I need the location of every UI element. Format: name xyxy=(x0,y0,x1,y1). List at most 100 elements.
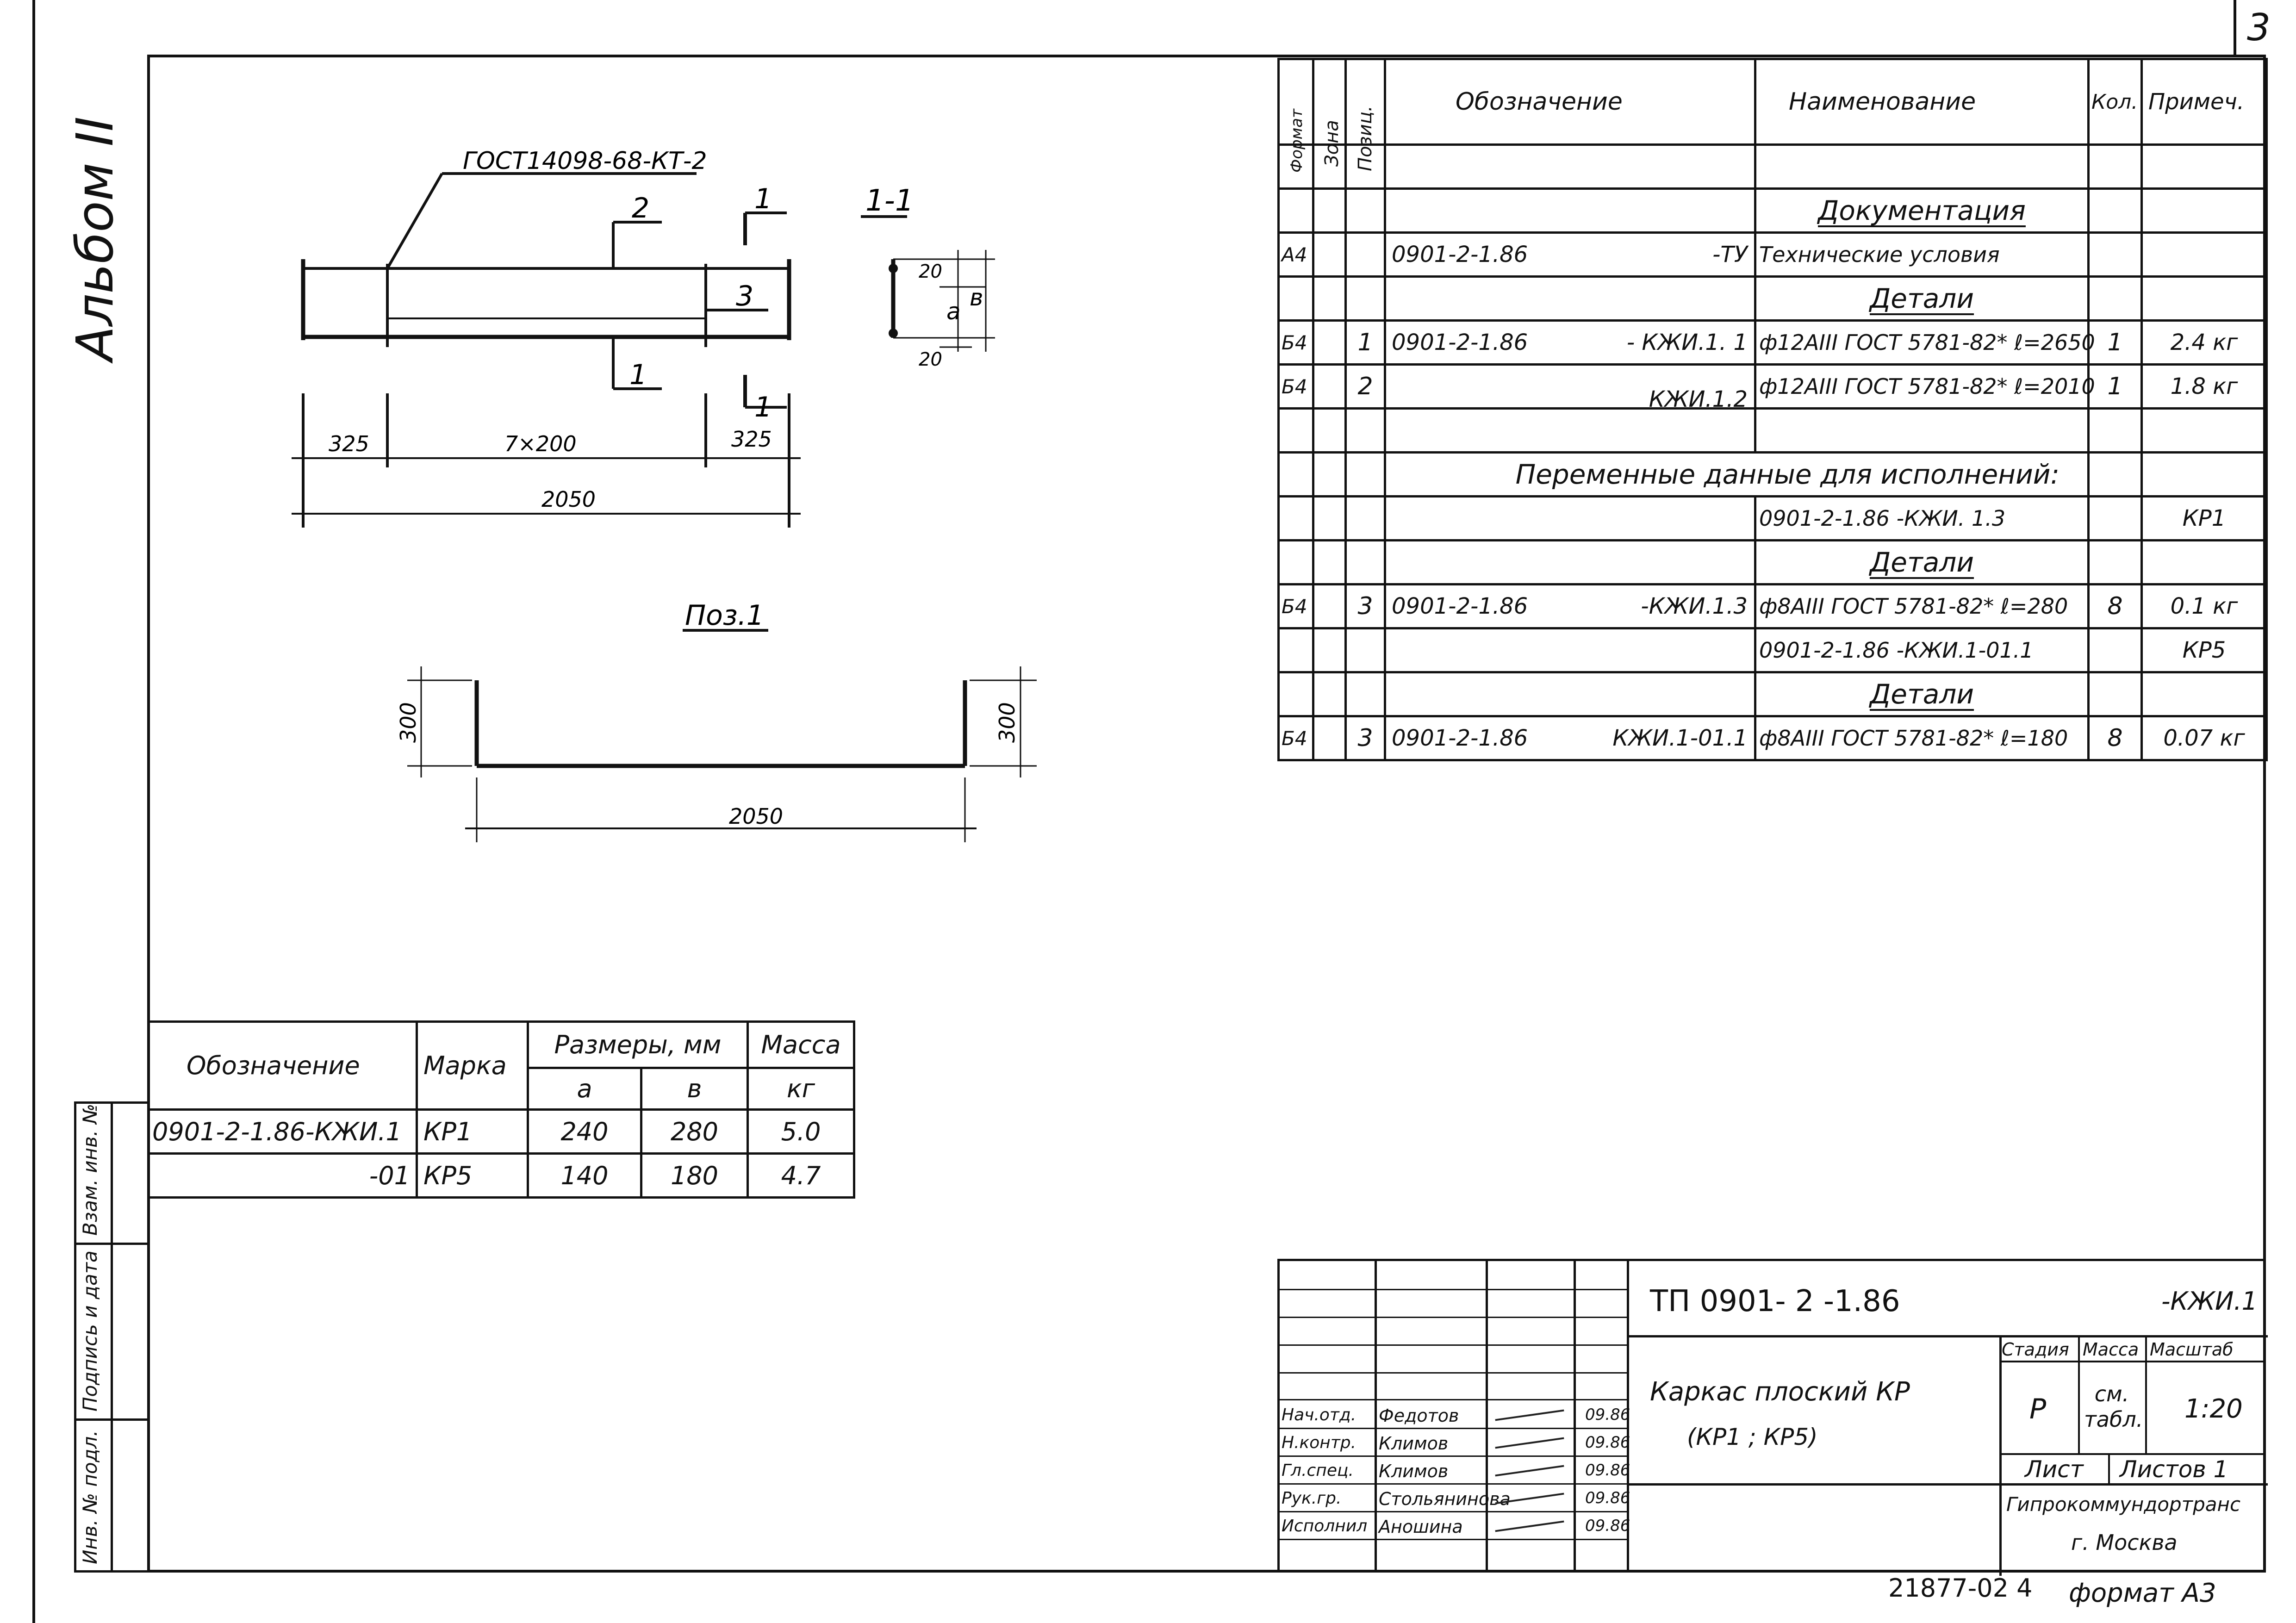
spec-format xyxy=(1277,187,1314,234)
variants-a: 240 xyxy=(527,1108,642,1155)
spec-code xyxy=(1384,143,1756,190)
spec-zone xyxy=(1312,319,1347,366)
variants-mark: КР1 xyxy=(416,1108,529,1155)
spec-row: 0901-2-1.86 -КЖИ. 1.3 КР1 xyxy=(1277,495,2268,541)
tb-sheets-label: Листов 1 xyxy=(2120,1456,2228,1483)
stamp-replace-inv: Взам. инв. № xyxy=(79,1103,101,1236)
spec-h-name: Наименование xyxy=(1754,58,2090,146)
spec-zone xyxy=(1312,583,1347,629)
section-dim-bottom: 20 xyxy=(919,349,942,370)
spec-name: 0901-2-1.86 -КЖИ. 1.3 xyxy=(1754,495,2090,541)
tb-person-name: Стольянинова xyxy=(1379,1489,1511,1509)
spec-qty: 1 xyxy=(2087,319,2143,366)
tb-scale-label: Масштаб xyxy=(2150,1339,2234,1360)
spec-section-title: Детали xyxy=(1754,671,2090,717)
variants-code: -01 xyxy=(147,1152,418,1199)
tb-person-name: Аношина xyxy=(1379,1517,1463,1537)
spec-row: Детали xyxy=(1277,671,2268,717)
pos1-dim-right: 300 xyxy=(995,702,1020,743)
tb-person-date: 09.86 xyxy=(1585,1489,1630,1507)
spec-row xyxy=(1277,143,2268,190)
spec-code-suffix: КЖИ.1-01.1 xyxy=(1612,725,1748,751)
spec-code xyxy=(1384,407,1756,454)
spec-row: Переменные данные для исполнений: xyxy=(1277,451,2268,497)
spec-pos xyxy=(1344,143,1386,190)
spec-note: 2.4 кг xyxy=(2140,319,2268,366)
section-dim-top: 20 xyxy=(919,261,942,282)
spec-format xyxy=(1277,451,1314,497)
spec-zone xyxy=(1312,407,1347,454)
spec-pos xyxy=(1344,627,1386,673)
section-title: 1-1 xyxy=(865,184,914,218)
spec-format xyxy=(1277,407,1314,454)
spec-note xyxy=(2140,231,2268,278)
tb-person-role: Рук.гр. xyxy=(1282,1489,1342,1508)
variants-h-code: Обозначение xyxy=(147,1020,418,1111)
signature-scribble xyxy=(1495,1465,1564,1477)
spec-code xyxy=(1384,539,1756,585)
pos1-dim-left: 300 xyxy=(396,702,421,743)
pos1-title: Поз.1 xyxy=(685,599,764,632)
spec-zone xyxy=(1312,715,1347,761)
spec-code-suffix: -ТУ xyxy=(1712,242,1748,267)
spec-code-main: 0901-2-1.86 xyxy=(1392,725,1528,751)
spec-name xyxy=(1754,407,2090,454)
spec-qty xyxy=(2087,495,2143,541)
spec-name: Технические условия xyxy=(1754,231,2090,278)
spec-note: КР5 xyxy=(2140,627,2268,673)
spec-name xyxy=(1754,143,2090,190)
spec-pos xyxy=(1344,275,1386,322)
drawing-frame xyxy=(147,55,2266,1573)
spec-code xyxy=(1384,187,1756,234)
tb-person-role: Гл.спец. xyxy=(1282,1461,1354,1480)
spec-zone xyxy=(1312,187,1347,234)
spec-row xyxy=(1277,407,2268,454)
variants-h-b: в xyxy=(640,1067,749,1111)
variants-b: 280 xyxy=(640,1108,749,1155)
spec-format: Б4 xyxy=(1277,319,1314,366)
spec-zone xyxy=(1312,143,1347,190)
spec-qty xyxy=(2087,407,2143,454)
spec-qty xyxy=(2087,539,2143,585)
tb-person-date: 09.86 xyxy=(1585,1517,1630,1535)
spec-pos xyxy=(1344,671,1386,717)
spec-zone xyxy=(1312,231,1347,278)
spec-code: 0901-2-1.86- КЖИ.1. 1 xyxy=(1384,319,1756,366)
spec-name: ф8АIII ГОСТ 5781-82* ℓ=180 xyxy=(1754,715,2090,761)
variants-mass: 4.7 xyxy=(747,1152,856,1199)
tb-person-name: Федотов xyxy=(1379,1405,1459,1426)
stamp-orig-inv: Инв. № подл. xyxy=(79,1430,101,1564)
spec-code xyxy=(1384,495,1756,541)
spec-pos xyxy=(1344,495,1386,541)
spec-section-title: Документация xyxy=(1754,187,2090,234)
dim-325-left: 325 xyxy=(329,431,369,456)
spec-note: КР1 xyxy=(2140,495,2268,541)
spec-zone xyxy=(1312,495,1347,541)
spec-pos xyxy=(1344,187,1386,234)
tb-name-1: Каркас плоский КР xyxy=(1650,1377,1910,1407)
spec-h-code: Обозначение xyxy=(1384,58,1756,146)
section-dim-a: а xyxy=(946,298,961,325)
sheet-number-box xyxy=(2234,0,2236,56)
spec-format xyxy=(1277,627,1314,673)
variants-mass: 5.0 xyxy=(747,1108,856,1155)
section-dim-b: в xyxy=(970,284,983,311)
tb-person-date: 09.86 xyxy=(1585,1405,1630,1424)
spec-pos xyxy=(1344,451,1386,497)
variants-h-a: а xyxy=(527,1067,642,1111)
spec-pos: 3 xyxy=(1344,715,1386,761)
spec-qty xyxy=(2087,231,2143,278)
spec-h-pos: Позиц. xyxy=(1344,58,1386,171)
spec-note xyxy=(2140,539,2268,585)
dim-2050-main: 2050 xyxy=(541,487,596,512)
tb-stage: Р xyxy=(2029,1393,2047,1425)
spec-code: 0901-2-1.86-ТУ xyxy=(1384,231,1756,278)
tb-doc-suffix: -КЖИ.1 xyxy=(2161,1287,2258,1316)
spec-note xyxy=(2140,451,2268,497)
spec-code: КЖИ.1.2 xyxy=(1384,363,1756,412)
spec-pos xyxy=(1344,407,1386,454)
spec-format: Б4 xyxy=(1277,363,1314,410)
archive-number: 21877-02 4 xyxy=(1888,1573,2033,1603)
spec-qty xyxy=(2087,275,2143,322)
